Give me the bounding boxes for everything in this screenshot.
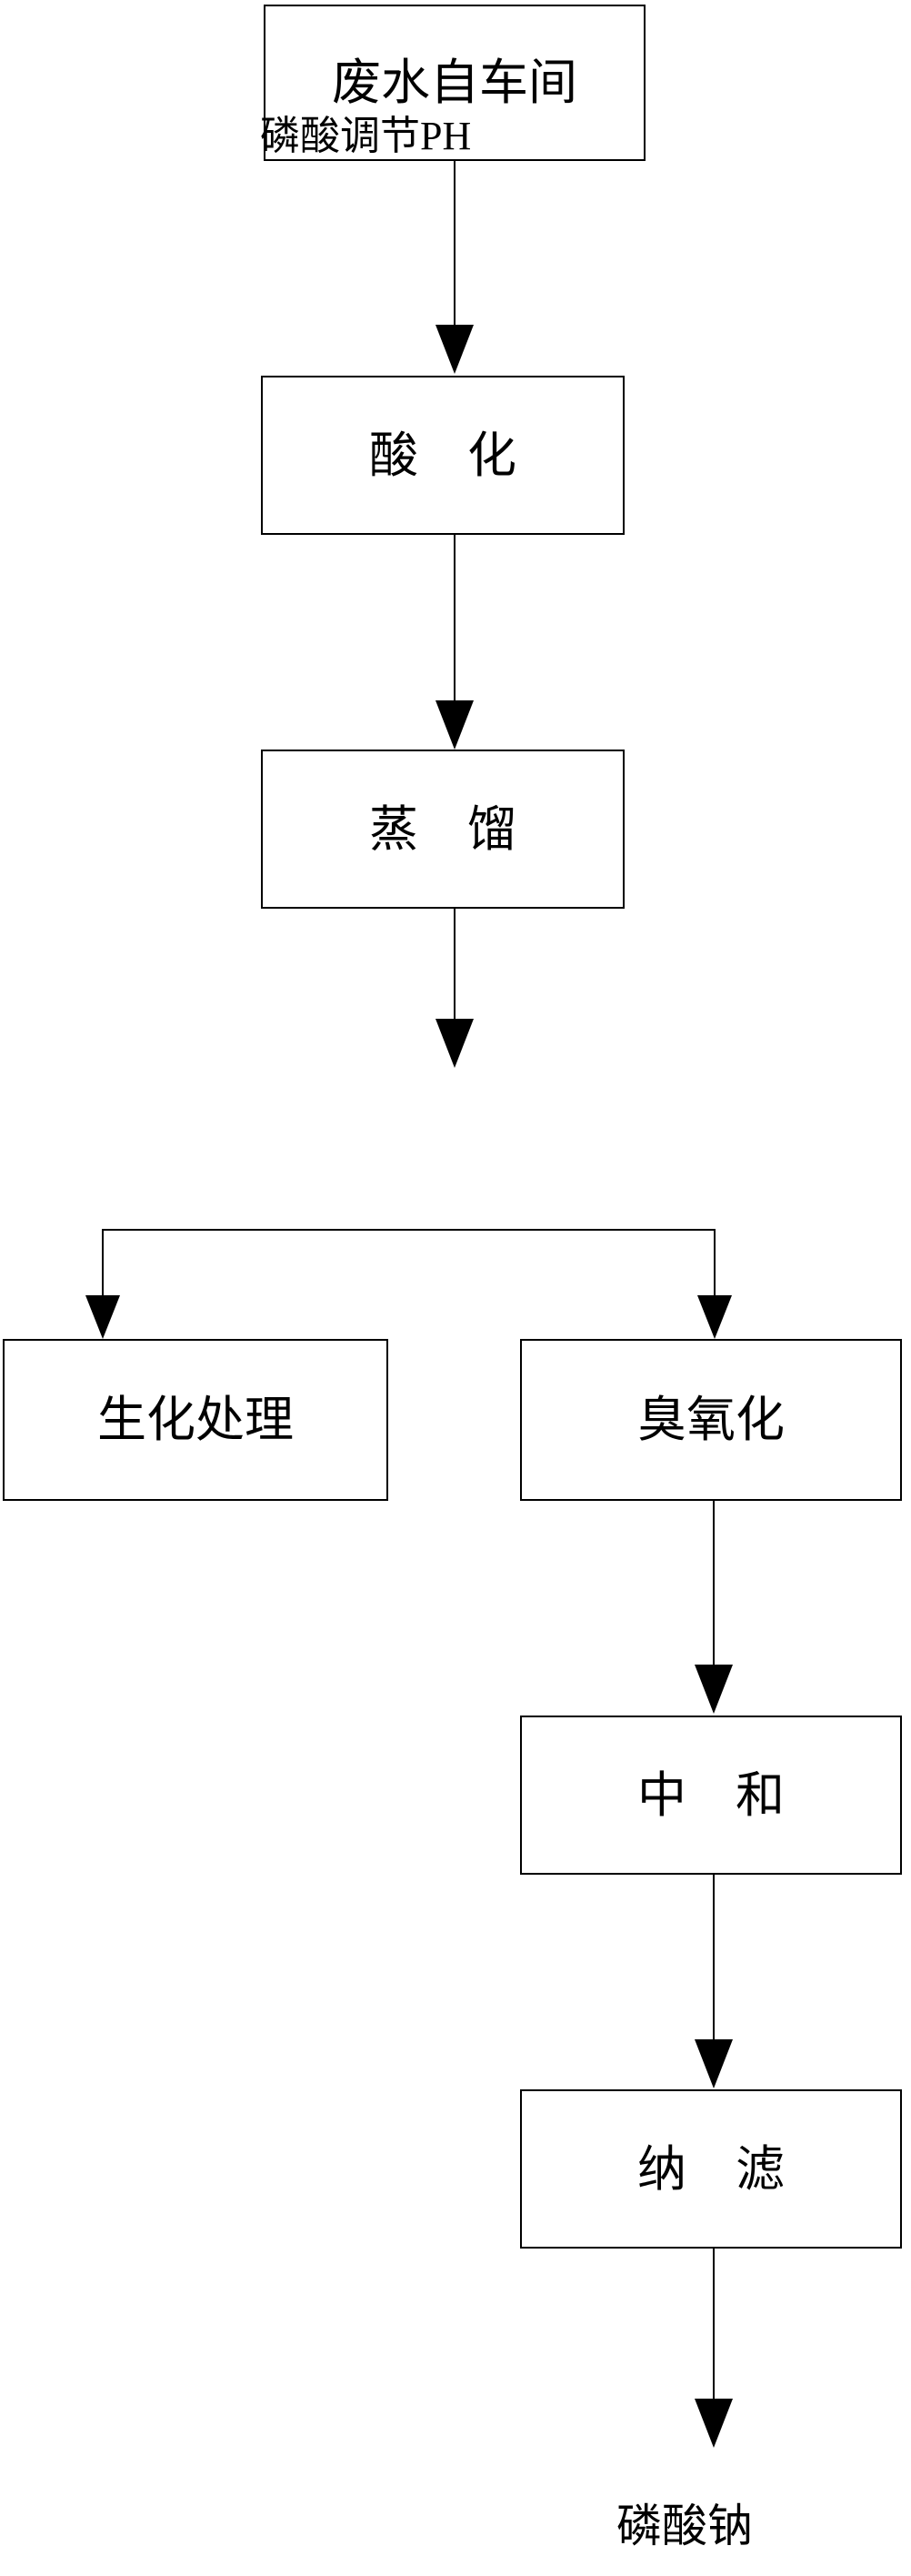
node-distill-label: 蒸 馏 bbox=[369, 801, 516, 857]
edge-neutralize-nanofilter-line bbox=[713, 1875, 715, 2044]
node-nanofilter[interactable]: 纳 滤 bbox=[520, 2089, 902, 2249]
node-wastewater[interactable]: 废水自车间 bbox=[264, 5, 646, 161]
node-nanofilter-label: 纳 滤 bbox=[637, 2141, 785, 2197]
edge-label-ph-adjust: 磷酸调节PH bbox=[260, 114, 472, 158]
node-acidify[interactable]: 酸 化 bbox=[261, 376, 625, 535]
edge-split-ozonation-line bbox=[714, 1229, 716, 1331]
node-biochemical[interactable]: 生化处理 bbox=[3, 1339, 388, 1501]
node-neutralize-label: 中 和 bbox=[637, 1767, 785, 1823]
node-ozonation-label: 臭氧化 bbox=[637, 1393, 785, 1447]
node-acidify-label: 酸 化 bbox=[369, 428, 516, 483]
edge-distill-split-line bbox=[454, 909, 456, 1025]
node-biochemical-label: 生化处理 bbox=[97, 1393, 294, 1447]
edge-acidify-distill-arrow bbox=[435, 700, 474, 750]
node-ozonation[interactable]: 臭氧化 bbox=[520, 1339, 902, 1501]
node-neutralize[interactable]: 中 和 bbox=[520, 1716, 902, 1875]
edge-wastewater-acidify-line bbox=[454, 161, 456, 329]
split-junction-bus bbox=[102, 1229, 716, 1231]
edge-split-ozonation-arrow bbox=[697, 1295, 732, 1339]
edge-ozonation-neutralize-line bbox=[713, 1501, 715, 1669]
node-distill[interactable]: 蒸 馏 bbox=[261, 750, 625, 909]
edge-split-biochemical-line bbox=[102, 1229, 104, 1331]
edge-ozonation-neutralize-arrow bbox=[695, 1665, 733, 1714]
edge-nanofilter-output-arrow bbox=[695, 2399, 733, 2448]
edge-wastewater-acidify-arrow bbox=[435, 325, 474, 374]
edge-split-biochemical-arrow bbox=[85, 1295, 120, 1339]
node-wastewater-label: 废水自车间 bbox=[332, 55, 577, 110]
edge-acidify-distill-line bbox=[454, 535, 456, 706]
edge-nanofilter-output-line bbox=[713, 2249, 715, 2403]
edge-distill-split-arrow bbox=[435, 1019, 474, 1068]
edge-neutralize-nanofilter-arrow bbox=[695, 2039, 733, 2088]
terminal-sodium-phosphate: 磷酸钠 bbox=[616, 2501, 753, 2551]
